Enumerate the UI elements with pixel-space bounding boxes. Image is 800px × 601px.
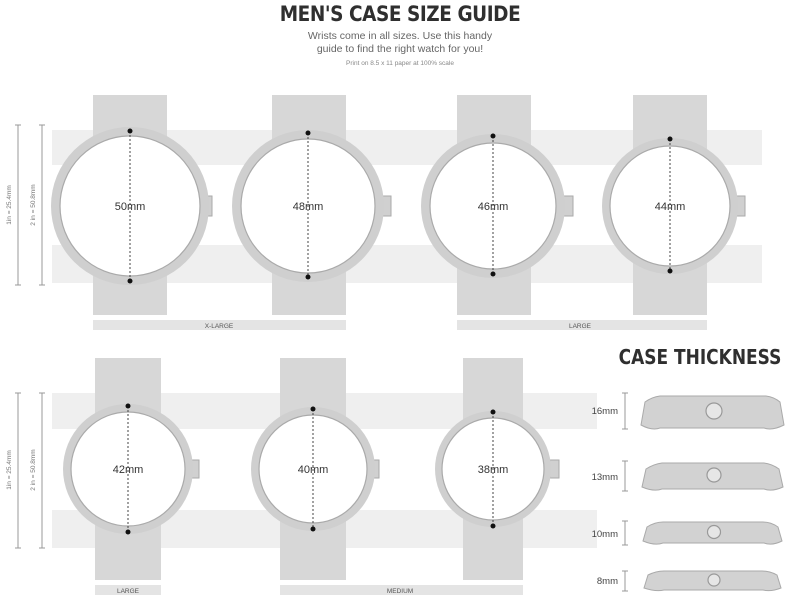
watch-40mm: 40mm — [251, 358, 380, 580]
category-bar — [93, 320, 346, 330]
category-label-large: LARGE — [117, 588, 140, 595]
diameter-endpoint — [490, 133, 496, 139]
crown-icon — [706, 524, 722, 540]
diameter-endpoint — [490, 409, 496, 415]
watch-size-label: 38mm — [478, 464, 509, 476]
diameter-endpoint — [127, 278, 133, 284]
watch-38mm: 38mm — [435, 358, 560, 580]
category-label-large: LARGE — [569, 323, 592, 330]
watch-face — [609, 145, 731, 267]
diameter-endpoint — [310, 406, 316, 412]
category-label-medium: MEDIUM — [387, 588, 413, 595]
scale-label-two-inch: 2 in = 50.8mm — [30, 449, 37, 490]
crown-icon — [705, 402, 723, 420]
watch-50mm: 50mm — [51, 95, 213, 315]
thickness-profile-10mm: 10mm — [592, 520, 783, 546]
diameter-endpoint — [305, 274, 311, 280]
watch-size-label: 42mm — [113, 464, 144, 476]
watch-crown — [549, 459, 560, 479]
thickness-label: 16mm — [592, 406, 618, 417]
category-label-x-large: X-LARGE — [205, 323, 234, 330]
subtitle-line-1: Wrists come in all sizes. Use this handy — [307, 30, 493, 42]
thickness-label: 13mm — [592, 472, 618, 483]
watch-size-label: 46mm — [478, 201, 509, 213]
thickness-label: 10mm — [592, 529, 618, 540]
thickness-profile-13mm: 13mm — [592, 460, 784, 492]
diameter-endpoint — [125, 529, 131, 535]
crown-icon — [707, 573, 721, 587]
scale-label-inch: 1in = 25.4mm — [6, 185, 13, 225]
diameter-endpoint — [490, 271, 496, 277]
watch-46mm: 46mm — [421, 95, 574, 315]
watch-48mm: 48mm — [232, 95, 392, 315]
print-note: Print on 8.5 x 11 paper at 100% scale — [346, 60, 454, 67]
diameter-endpoint — [667, 136, 673, 142]
scale-label-two-inch: 2 in = 50.8mm — [30, 184, 37, 225]
scale-marker — [15, 392, 45, 549]
scale-marker — [15, 124, 45, 286]
watch-44mm: 44mm — [602, 95, 746, 315]
thickness-label: 8mm — [597, 576, 618, 587]
watch-size-label: 50mm — [115, 201, 146, 213]
watch-size-label: 40mm — [298, 464, 329, 476]
crown-icon — [706, 467, 722, 483]
thickness-profile-8mm: 8mm — [597, 570, 782, 592]
category-bar — [95, 585, 161, 595]
watch-42mm: 42mm — [63, 358, 200, 580]
subtitle-line-2: guide to find the right watch for you! — [316, 43, 484, 55]
scale-label-inch: 1in = 25.4mm — [6, 450, 13, 490]
diameter-endpoint — [667, 268, 673, 274]
watch-size-label: 48mm — [293, 201, 324, 213]
category-bar — [457, 320, 707, 330]
diameter-endpoint — [125, 403, 131, 409]
diameter-endpoint — [127, 128, 133, 134]
category-bar — [280, 585, 523, 595]
diameter-endpoint — [305, 130, 311, 136]
page-title: MEN'S CASE SIZE GUIDE — [279, 2, 521, 26]
thickness-profile-16mm: 16mm — [592, 392, 785, 430]
diameter-endpoint — [490, 523, 496, 529]
case-thickness-title: CASE THICKNESS — [618, 345, 782, 369]
diameter-endpoint — [310, 526, 316, 532]
watch-size-label: 44mm — [655, 201, 686, 213]
